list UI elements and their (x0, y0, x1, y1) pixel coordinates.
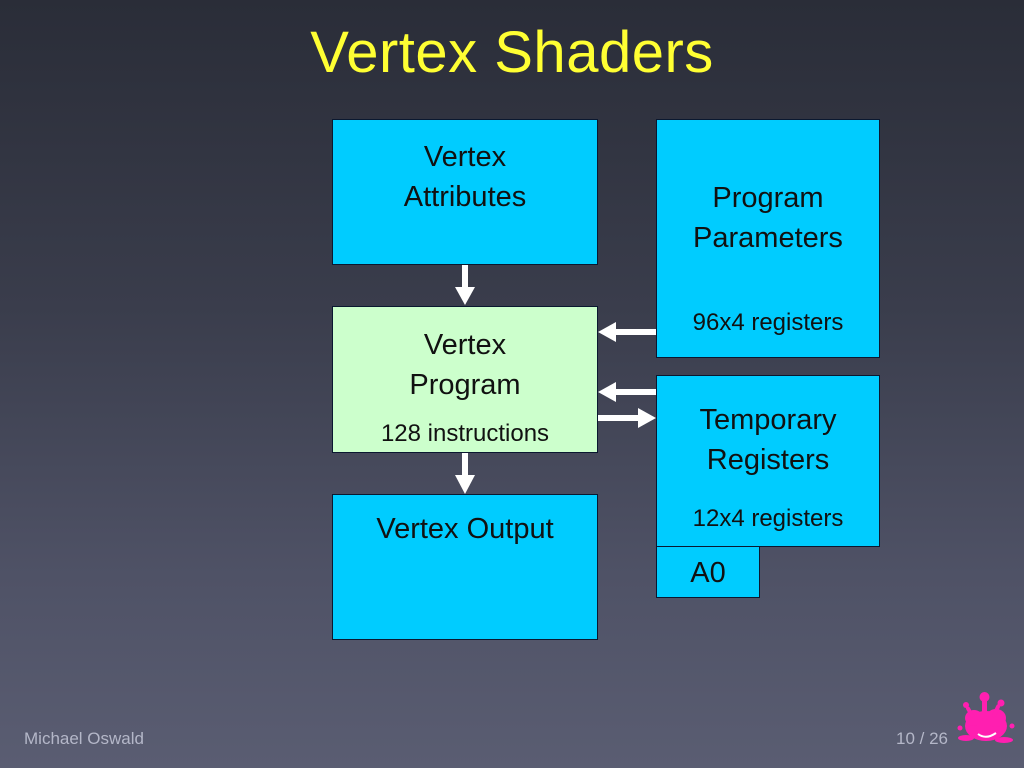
vertex-attributes-line2: Attributes (403, 181, 527, 213)
a0-register-box: A0 (656, 546, 760, 598)
vertex-attributes-line1: Vertex (423, 141, 507, 173)
arrow-program-to-temporary (598, 408, 656, 428)
vertex-output-box: Vertex Output (332, 494, 598, 640)
program-parameters-detail: 96x4 registers (692, 309, 844, 336)
vertex-output-label: Vertex Output (376, 513, 554, 545)
footer-author: Michael Oswald (24, 729, 144, 748)
arrow-parameters-to-program (598, 322, 656, 342)
arrow-program-to-output (455, 453, 475, 494)
temporary-registers-line1: Temporary (699, 404, 837, 436)
vertex-attributes-box: Vertex Attributes (332, 119, 598, 265)
vertex-program-detail: 128 instructions (380, 420, 550, 447)
vertex-program-line2: Program (409, 369, 521, 401)
footer-page-number: 10 / 26 (896, 729, 948, 748)
ink-splat-icon (957, 692, 1015, 743)
program-parameters-line2: Parameters (693, 222, 843, 254)
arrow-attributes-to-program (455, 265, 475, 305)
temporary-registers-detail: 12x4 registers (692, 505, 844, 532)
slide-title: Vertex Shaders (310, 20, 714, 85)
a0-register-label: A0 (690, 557, 726, 589)
temporary-registers-line2: Registers (706, 444, 830, 476)
temporary-registers-box: Temporary Registers 12x4 registers (656, 375, 880, 547)
vertex-program-line1: Vertex (423, 329, 507, 361)
vertex-program-box: Vertex Program 128 instructions (332, 306, 598, 453)
program-parameters-box: Program Parameters 96x4 registers (656, 119, 880, 358)
arrow-temporary-to-program (598, 382, 656, 402)
program-parameters-line1: Program (712, 182, 824, 214)
